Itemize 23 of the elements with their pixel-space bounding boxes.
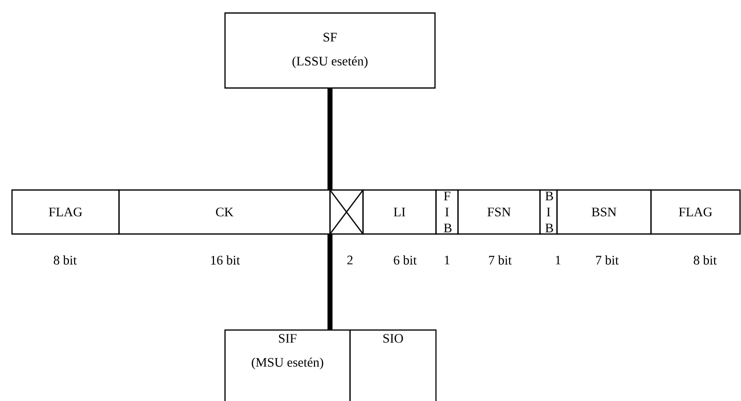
field-cell: F I B (435, 189, 459, 235)
bit-width-label: 6 bit (394, 255, 417, 265)
bit-width-label: 7 bit (596, 255, 619, 265)
field-box: SF (LSSU esetén) (224, 12, 436, 89)
field-cell: FLAG (11, 189, 120, 235)
field-cell: B I B (539, 189, 558, 235)
bit-width-label: 2 (347, 256, 353, 264)
field-box: SIO (349, 329, 437, 401)
crossed-cell (329, 189, 364, 235)
connector-line (328, 234, 332, 330)
field-cell: BSN (556, 189, 652, 235)
field-cell: FSN (457, 189, 541, 235)
field-cell: FLAG (650, 189, 741, 235)
bit-width-label: 8 bit (54, 255, 77, 265)
field-box: SIF (MSU esetén) (224, 329, 351, 401)
field-cell: CK (118, 189, 331, 235)
connector-line (328, 88, 332, 190)
bit-width-label: 16 bit (211, 255, 240, 265)
field-cell: LI (362, 189, 437, 235)
bit-width-label: 8 bit (694, 255, 717, 265)
bit-width-label: 1 (444, 256, 450, 264)
bit-width-label: 1 (556, 256, 560, 264)
bit-width-label: 7 bit (489, 255, 512, 265)
